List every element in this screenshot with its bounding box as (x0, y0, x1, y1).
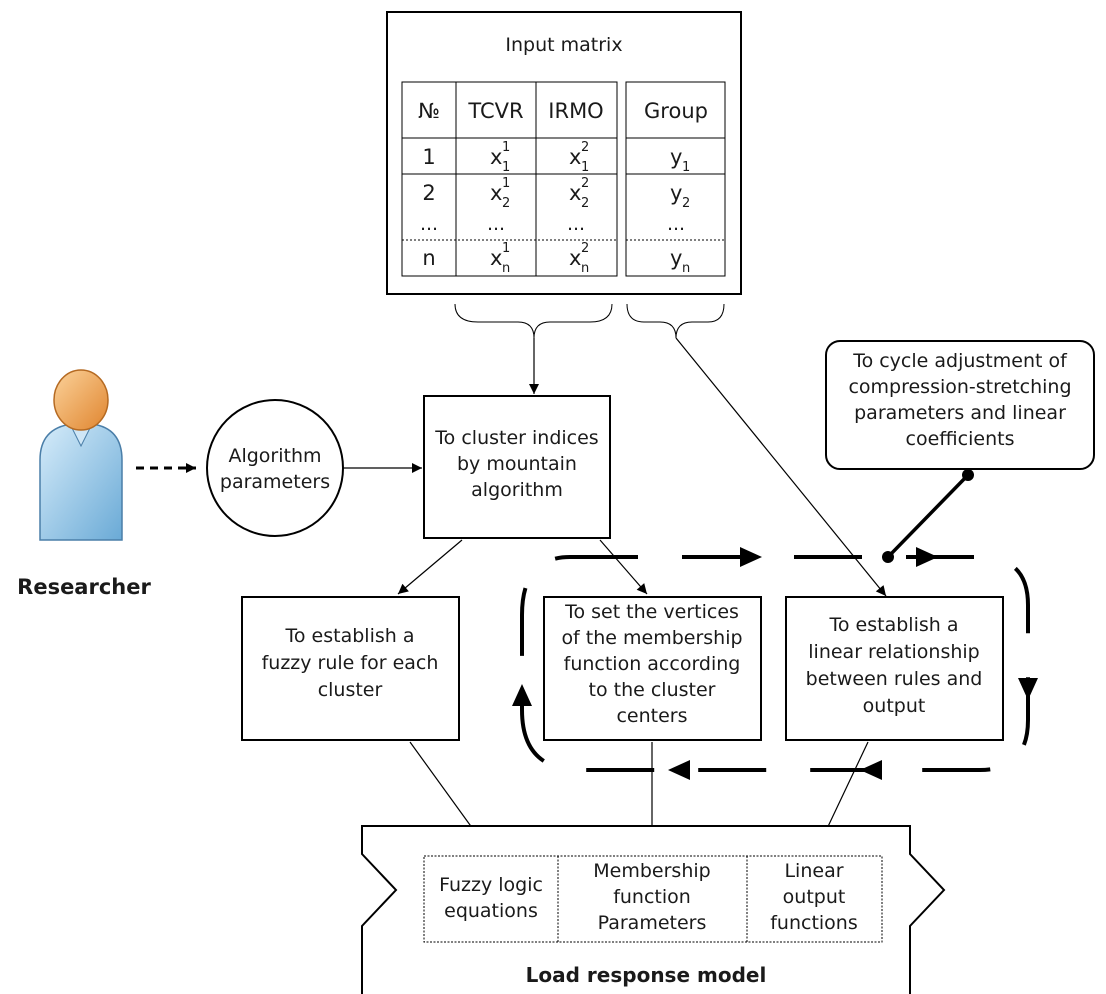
row-1-y: y (670, 145, 682, 169)
row-2-number: 2 (422, 181, 435, 205)
cycle-note-line2: compression-stretching (848, 376, 1071, 398)
arrow-cluster-to-fuzzy (397, 539, 463, 595)
model-cell2-line3: Parameters (598, 912, 707, 934)
header-irmo: IRMO (548, 99, 603, 123)
cycle-arrowhead-right (1018, 678, 1038, 700)
cycle-arrowhead-top-1 (740, 547, 762, 567)
row-ellipsis-x1: ... (487, 213, 505, 235)
header-tcvr: TCVR (467, 99, 523, 123)
row-2-y: y (670, 181, 682, 205)
arrow-group-to-linear (675, 337, 887, 597)
row-2-y-sub: 2 (682, 196, 690, 211)
vertices-box: To set the vertices of the membership fu… (543, 596, 762, 741)
cycle-callout-line (886, 473, 970, 559)
cluster-line2: by mountain (457, 453, 577, 475)
researcher-label: Researcher (17, 575, 151, 599)
cycle-note: To cycle adjustment of compression-stret… (825, 340, 1095, 470)
cycle-arrowhead-left (512, 684, 532, 706)
linear-line3: between rules and (806, 668, 983, 690)
vertices-line4: to the cluster (589, 679, 716, 701)
cycle-loop (520, 555, 1030, 772)
cycle-note-line4: coefficients (906, 428, 1015, 450)
row-1-x1: x (490, 145, 502, 169)
model-cell3-line2: output (783, 886, 846, 908)
row-n-x1-sub: n (502, 261, 510, 276)
vertices-line5: centers (616, 705, 687, 727)
cycle-callout-dot-bottom (882, 551, 894, 563)
row-1-y-sub: 1 (682, 160, 690, 175)
row-2-x1: x (490, 181, 502, 205)
group-table: Group y 1 y 2 ... y n (625, 81, 726, 277)
row-n-y: y (670, 246, 682, 270)
row-2-x1-sup: 1 (502, 176, 510, 191)
linear-line2: linear relationship (808, 641, 979, 663)
model-cell3-line1: Linear (784, 860, 843, 882)
row-n-x2-sub: n (581, 261, 589, 276)
row-n-x2-sup: 2 (581, 241, 589, 256)
cluster-line3: algorithm (471, 479, 563, 501)
row-ellipsis-number: ... (420, 213, 438, 235)
row-ellipsis-y: ... (667, 213, 685, 235)
row-n-y-sub: n (682, 261, 690, 276)
arrow-cluster-to-vertices (599, 539, 648, 595)
model-cell2-line2: function (613, 886, 691, 908)
cycle-note-line1: To cycle adjustment of (852, 350, 1068, 372)
row-1-x1-sup: 1 (502, 140, 510, 155)
row-n-x2: x (569, 246, 581, 270)
row-2-x1-sub: 2 (502, 196, 510, 211)
input-matrix-title: Input matrix (505, 34, 622, 56)
row-1-x2-sub: 1 (581, 160, 589, 175)
matrix-table: № TCVR IRMO 1 x 1 1 x 2 1 2 x 1 2 x 2 2 … (401, 81, 618, 277)
row-1-number: 1 (422, 145, 435, 169)
row-n-number: n (422, 246, 435, 270)
cycle-note-line3: parameters and linear (854, 402, 1066, 424)
row-2-x2-sup: 2 (581, 176, 589, 191)
fuzzy-rule-line1: To establish a (285, 625, 415, 647)
linear-line4: output (863, 695, 926, 717)
input-matrix: Input matrix № TCVR IRMO 1 x 1 1 x 2 1 2… (386, 11, 742, 295)
row-1-x2-sup: 2 (581, 140, 589, 155)
row-2-x2: x (569, 181, 581, 205)
row-2-x2-sub: 2 (581, 196, 589, 211)
row-n-x1: x (490, 246, 502, 270)
linear-box: To establish a linear relationship betwe… (785, 596, 1004, 741)
linear-line1: To establish a (829, 614, 959, 636)
brace-inputs (454, 303, 613, 339)
vertices-line3: function according (564, 653, 741, 675)
cluster-box: To cluster indices by mountain algorithm (423, 395, 611, 539)
fuzzy-rule-line3: cluster (318, 679, 383, 701)
model-cell1-line1: Fuzzy logic (439, 874, 543, 896)
row-n-x1-sup: 1 (502, 241, 510, 256)
algorithm-params-line1: Algorithm (228, 445, 321, 467)
vertices-line2: of the membership (561, 627, 742, 649)
model-cell3-line3: functions (770, 912, 858, 934)
model-cell2-line1: Membership (593, 860, 710, 882)
header-group: Group (644, 99, 708, 123)
cycle-arrowhead-bottom-1 (860, 760, 882, 780)
fuzzy-rule-line2: fuzzy rule for each (262, 652, 439, 674)
cycle-arrowhead-top-2 (916, 547, 938, 567)
row-1-x1-sub: 1 (502, 160, 510, 175)
row-1-x2: x (569, 145, 581, 169)
cycle-arrowhead-bottom-2 (668, 760, 690, 780)
load-response-model: Fuzzy logic equations Membership functio… (361, 825, 946, 994)
brace-group (626, 303, 725, 339)
model-title: Load response model (526, 963, 767, 987)
header-number: № (418, 99, 440, 123)
vertices-line1: To set the vertices (564, 601, 739, 623)
row-ellipsis-x2: ... (567, 213, 585, 235)
researcher-avatar (39, 369, 123, 541)
cycle-callout-dot-top (962, 469, 974, 481)
cluster-line1: To cluster indices (434, 427, 598, 449)
model-cell1-line2: equations (444, 900, 538, 922)
algorithm-params-line2: parameters (220, 471, 330, 493)
algorithm-parameters: Algorithm parameters (206, 399, 344, 537)
fuzzy-rule-box: To establish a fuzzy rule for each clust… (241, 596, 460, 741)
